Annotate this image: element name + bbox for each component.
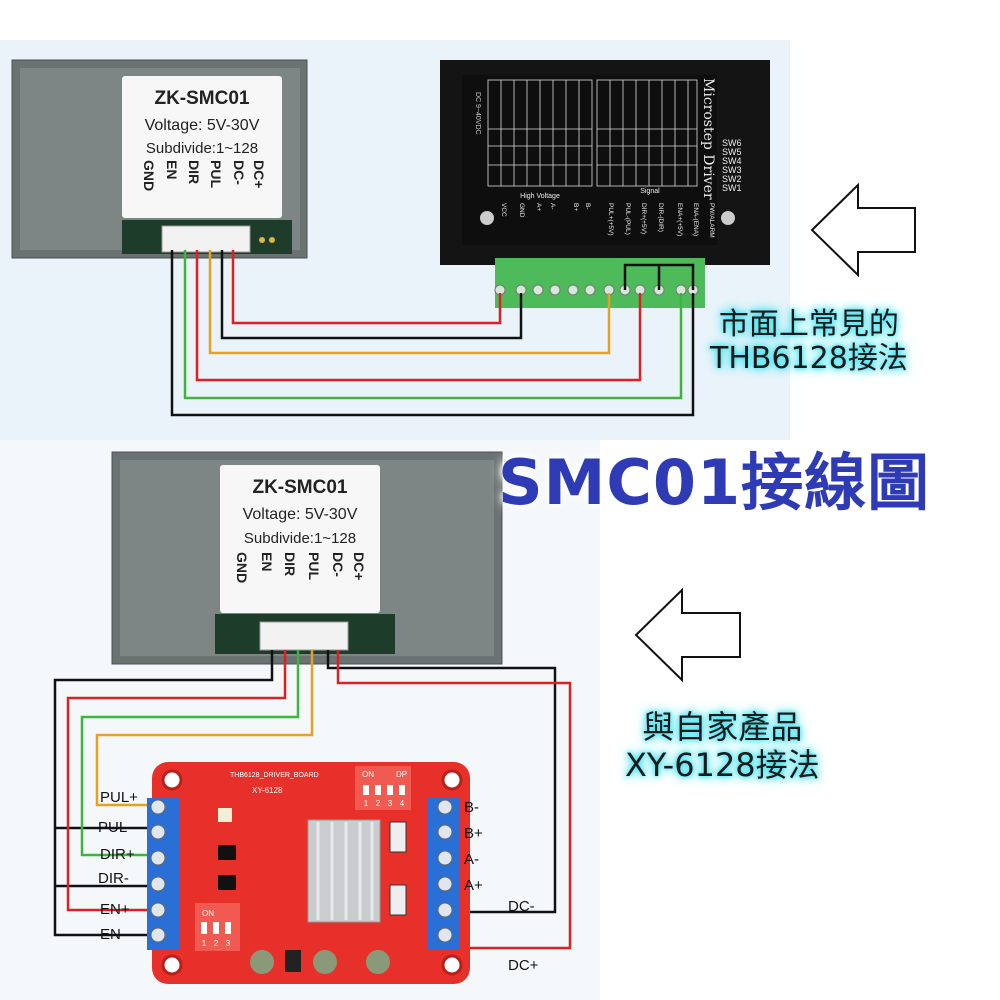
terminal-label: PUL+(+5V) — [607, 203, 614, 236]
terminal-block — [495, 258, 705, 308]
terminal-label-dc-minus: DC- — [508, 898, 535, 915]
dip-number: 1 — [364, 799, 369, 808]
pin-label: DC+ — [351, 552, 367, 580]
terminal-label-en-plus: EN+ — [100, 901, 130, 918]
pin-label: EN — [164, 160, 180, 179]
smc01-module-bottom: ZK-SMC01 Voltage: 5V-30V Subdivide:1~128… — [111, 451, 503, 665]
switch-label: SW1 — [722, 183, 742, 193]
pin-label: EN — [259, 552, 275, 571]
terminal-label: ENA+(+5V) — [676, 203, 683, 236]
voltage-text: Voltage: 5V-30V — [243, 506, 358, 523]
terminal-label: GND — [518, 203, 525, 218]
dip-on-label: ON — [202, 909, 214, 918]
heatsink — [307, 819, 381, 923]
xy6128-board: THB6128_DRIVER_BOARD XY-6128 ON DP 1 2 3… — [147, 762, 470, 984]
terminal-label-a-plus: A+ — [464, 877, 483, 894]
pin-label: GND — [141, 160, 157, 191]
terminal-label-b-minus: B- — [464, 799, 479, 816]
pin-label: DIR — [282, 552, 298, 576]
terminal-label-pul-plus: PUL+ — [100, 789, 138, 806]
callout-thb6128: 市面上常見的 THB6128接法 — [710, 308, 908, 376]
terminal-label: ENA-(ENA) — [692, 203, 699, 236]
terminal-label: DIR+(+5V) — [640, 203, 647, 234]
pin-label: DC+ — [251, 160, 267, 188]
pin-label: DIR — [186, 160, 202, 184]
arrow-left-icon — [634, 587, 741, 683]
signal-label: Signal — [640, 188, 660, 195]
model-text: ZK-SMC01 — [252, 477, 347, 498]
module-label-top — [122, 76, 282, 218]
terminal-label-en-minus: EN- — [100, 926, 126, 943]
pin-label: DC- — [330, 552, 346, 577]
dip-dp-label: DP — [396, 770, 407, 779]
switch-label: SW3 — [722, 165, 742, 175]
callout-line: XY-6128接法 — [625, 746, 820, 784]
connector-top — [161, 225, 251, 253]
voltage-text: Voltage: 5V-30V — [145, 117, 260, 134]
terminal-label-a-minus: A- — [464, 851, 479, 868]
left-terminal-block — [147, 798, 180, 950]
dip-number: 4 — [400, 799, 405, 808]
terminal-label: A- — [549, 203, 556, 210]
module-label-bottom — [220, 465, 380, 613]
dip-number: 2 — [376, 799, 381, 808]
dip-number: 3 — [388, 799, 393, 808]
terminal-label-b-plus: B+ — [464, 825, 483, 842]
callout-line: 市面上常見的 — [718, 307, 899, 342]
terminal-label: B+ — [572, 203, 579, 211]
callout-line: THB6128接法 — [710, 341, 908, 376]
callout-line: 與自家產品 — [642, 708, 803, 746]
connector-bottom — [259, 621, 349, 651]
switch-label: SW6 — [722, 138, 742, 148]
model-text: ZK-SMC01 — [154, 88, 249, 109]
terminal-label: PUL-(PUL) — [624, 203, 631, 235]
smc01-module-top: ZK-SMC01 Voltage: 5V-30V Subdivide:1~128… — [11, 59, 308, 259]
driver-voltage-text: DC 9~40VDC — [474, 92, 481, 135]
dip-number: 3 — [226, 939, 231, 948]
switch-label: SW2 — [722, 174, 742, 184]
dip-on-label: ON — [362, 770, 374, 779]
terminal-label: A+ — [535, 203, 542, 211]
alarm-label: PW/ALARM — [708, 203, 715, 238]
high-voltage-label: High Voltage — [520, 193, 560, 200]
right-terminal-block — [427, 798, 460, 950]
driver-name: Microstep Driver — [700, 78, 716, 200]
subdivide-text: Subdivide:1~128 — [244, 530, 356, 547]
board-model: XY-6128 — [252, 786, 283, 795]
terminal-label-dir-minus: DIR- — [98, 870, 129, 887]
pin-label: GND — [234, 552, 250, 583]
arrow-left-icon — [810, 182, 916, 278]
terminal-label-dc-plus: DC+ — [508, 957, 539, 974]
bottom-wires — [53, 650, 572, 950]
page-title: SMC01接線圖 — [498, 446, 931, 519]
dip-number: 2 — [214, 939, 219, 948]
terminal-label: B- — [584, 203, 591, 210]
board-silk-title: THB6128_DRIVER_BOARD — [230, 772, 319, 779]
terminal-label: DIR-(DIR) — [657, 203, 664, 232]
callout-xy6128: 與自家產品 XY-6128接法 — [625, 708, 820, 784]
thb6128-driver: Microstep Driver DC 9~40VDC SW6 SW5 SW4 … — [440, 60, 770, 308]
pin-label: DC- — [231, 160, 247, 185]
pin-label: PUL — [208, 160, 224, 188]
terminal-label-pul-minus: PUL- — [98, 819, 132, 836]
pin-label: PUL — [306, 552, 322, 580]
switch-label: SW4 — [722, 156, 742, 166]
subdivide-text: Subdivide:1~128 — [146, 140, 258, 157]
dip-number: 1 — [202, 939, 207, 948]
top-wires — [170, 250, 695, 417]
switch-label: SW5 — [722, 147, 742, 157]
terminal-label: VCC — [500, 203, 507, 217]
terminal-label-dir-plus: DIR+ — [100, 846, 135, 863]
